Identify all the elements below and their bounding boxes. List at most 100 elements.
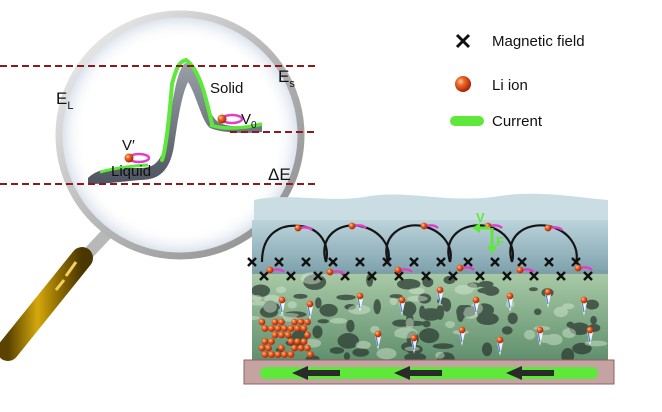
cluster-li-ion — [274, 325, 282, 332]
cluster-li-ion — [268, 338, 275, 345]
gel-pore — [422, 277, 434, 288]
magnetic-field-cross — [448, 271, 458, 281]
magnetic-field-cross — [286, 271, 296, 281]
gel-pore — [263, 300, 278, 317]
legend-item-current: Current — [450, 113, 543, 130]
gel-pore — [346, 319, 355, 333]
magnifier-handle — [0, 222, 118, 361]
gel-pore — [422, 320, 431, 328]
gel-pore — [312, 325, 323, 339]
green-bar-icon — [450, 116, 484, 126]
energy-curve-green-path — [160, 57, 214, 162]
gel-highlight — [405, 317, 414, 329]
cross-icon — [455, 33, 471, 49]
moving-li-ion — [398, 296, 406, 316]
moving-li-ions — [266, 222, 594, 356]
magnetic-field-cross — [556, 271, 566, 281]
gel-pore — [417, 293, 432, 304]
gel-pore — [477, 287, 496, 294]
magnifier-rim — [55, 10, 305, 260]
cluster-li-ion — [271, 331, 279, 339]
gel-pore — [308, 278, 316, 284]
magnetic-field-cross — [436, 257, 446, 267]
moving-li-ion — [306, 300, 314, 320]
cluster-li-ion — [261, 351, 269, 358]
moving-li-ion — [326, 268, 345, 276]
gel-pore — [478, 280, 494, 288]
magnetic-field-cross — [583, 271, 593, 281]
cell-cross-section: V F — [243, 193, 615, 385]
label-delta-e: ΔE — [268, 165, 291, 184]
gel-pore — [319, 303, 338, 317]
gel-pore — [572, 342, 592, 355]
gel-highlight — [264, 294, 281, 304]
cluster-li-ion — [281, 325, 288, 332]
gel-highlight — [348, 304, 371, 315]
gel-highlight — [376, 347, 397, 360]
cluster-li-ion — [294, 325, 301, 332]
magnetic-field-cross — [517, 257, 527, 267]
cluster-li-ion — [278, 318, 285, 326]
li-ion-v-prime — [124, 152, 151, 164]
gel-highlight — [275, 286, 287, 294]
magnetic-field-cross — [367, 271, 377, 281]
gel-pore — [283, 311, 307, 318]
cluster-li-ion — [274, 351, 282, 358]
magnetic-field-cross — [382, 257, 392, 267]
gel-pore — [533, 308, 542, 316]
gel-pore — [501, 326, 513, 335]
vector-v-label: V — [476, 210, 485, 225]
li-ion-sphere-icon — [455, 76, 471, 92]
li-ion-v0 — [217, 113, 244, 125]
gel-pore — [400, 301, 417, 317]
gel-highlight — [263, 300, 277, 313]
magnetic-field-cross — [502, 271, 512, 281]
gel-pore — [352, 348, 370, 357]
moving-li-ion — [536, 326, 544, 346]
gel-highlight — [287, 301, 297, 309]
energy-landscape — [88, 57, 263, 185]
label-v-prime: V′ — [122, 137, 135, 154]
solid-basin-green — [209, 122, 263, 130]
gel-pore — [373, 299, 381, 315]
label-v0: V0 — [241, 111, 257, 131]
moving-li-ion — [458, 326, 466, 346]
vector-f-label: F — [496, 234, 504, 249]
moving-li-ion — [356, 292, 364, 312]
gel-highlight — [545, 333, 563, 346]
moving-li-ion — [420, 222, 439, 230]
magnetic-field-cross — [421, 271, 431, 281]
legend-label-current: Current — [492, 113, 543, 130]
cluster-li-ion — [261, 325, 269, 332]
gel-pore — [482, 342, 493, 357]
gel-pore — [293, 293, 308, 299]
gel-highlight — [562, 328, 576, 339]
moving-li-ion — [586, 326, 594, 346]
gel-pore — [344, 303, 357, 310]
cluster-li-ion — [304, 318, 311, 326]
gel-highlight — [445, 320, 456, 329]
magnetic-field-cross — [463, 257, 473, 267]
legend-label-li-ion: Li ion — [492, 77, 528, 94]
legend-item-li-ion: Li ion — [455, 76, 528, 94]
cluster-li-ion — [294, 338, 301, 345]
gel-highlight — [389, 297, 398, 306]
gel-pore — [403, 320, 426, 327]
legend-label-magnetic-field: Magnetic field — [492, 33, 585, 50]
moving-li-ion — [294, 224, 313, 232]
moving-li-ion — [574, 264, 593, 272]
moving-li-ion — [266, 266, 285, 274]
gel-pore — [507, 312, 518, 325]
magnetic-field-cross — [328, 257, 338, 267]
gel-pore — [474, 303, 494, 317]
gel-highlight — [404, 346, 420, 352]
magnetic-field-cross — [475, 271, 485, 281]
cluster-li-ion — [268, 351, 275, 358]
gel-highlight — [464, 306, 474, 313]
cluster-li-ion — [278, 331, 285, 339]
gel-highlight — [252, 301, 268, 306]
cluster-li-ion — [304, 331, 311, 339]
gel-pore — [396, 278, 421, 290]
gel-highlight — [435, 351, 445, 359]
gel-pore — [336, 294, 356, 301]
